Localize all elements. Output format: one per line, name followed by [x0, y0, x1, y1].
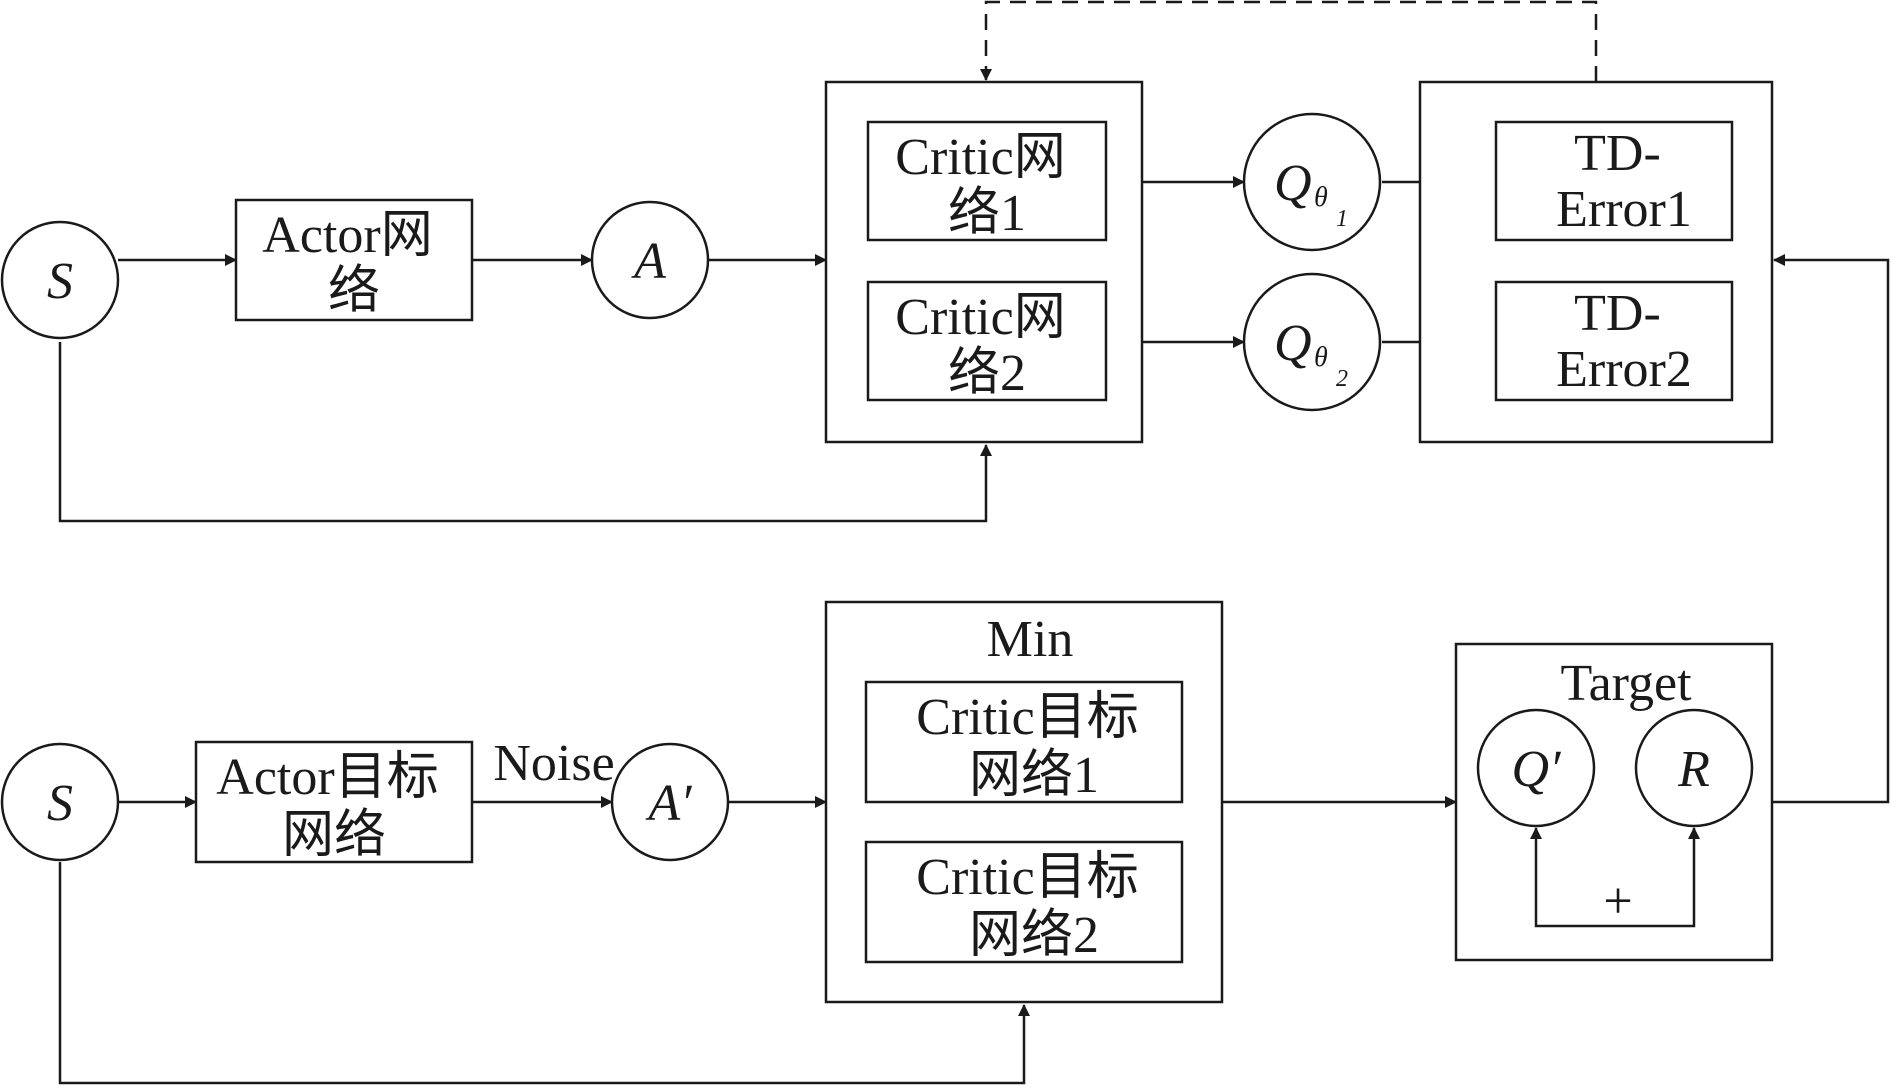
critic-network-1-box	[866, 120, 1108, 242]
q-theta1-node	[1242, 112, 1382, 252]
critic-target-network-2-label: Critic目标 网络2	[916, 849, 1151, 964]
arrow-plus-to-q-prime	[1530, 827, 1568, 928]
action-a-label: A	[631, 233, 666, 290]
critic-network-1-label: Critic网 络1	[895, 129, 1078, 242]
td-error-2-label: TD- Error2	[1556, 285, 1692, 398]
action-a-prime-node	[610, 742, 730, 862]
reward-r-node	[1634, 708, 1754, 828]
td-error-1-label: TD- Error1	[1556, 125, 1692, 238]
actor-network-box	[234, 198, 474, 322]
critic-target-network-1-label: Critic目标 网络1	[916, 689, 1151, 804]
actor-network-label: Actor网 络	[262, 207, 445, 320]
plus-label: +	[1603, 873, 1632, 930]
state-s-node-bottom	[0, 742, 120, 862]
target-label: Target	[1560, 655, 1692, 712]
state-s-node-top	[0, 220, 120, 340]
critic-target-network-2-box	[864, 840, 1184, 964]
arrow-target-to-td-error	[1772, 254, 1890, 804]
td-error-1-box	[1494, 120, 1734, 242]
critic-network-2-box	[866, 280, 1108, 402]
min-label: Min	[987, 611, 1074, 668]
state-s-label-top: S	[47, 253, 73, 310]
arrow-s-to-min-bottom	[58, 862, 1030, 1085]
actor-target-network-label: Actor目标 网络	[216, 749, 451, 864]
reward-r-label: R	[1677, 741, 1710, 798]
actor-target-network-box	[194, 740, 474, 864]
q-theta2-label: Q θ 2	[1274, 315, 1348, 392]
noise-label: Noise	[493, 735, 614, 792]
arrow-plus-to-r	[1568, 827, 1700, 928]
q-theta2-node	[1242, 272, 1382, 412]
q-prime-node	[1476, 708, 1596, 828]
action-a-node	[590, 200, 710, 320]
arrow-s-to-critic-bottom	[58, 342, 992, 523]
q-theta1-label: Q θ 1	[1274, 155, 1348, 232]
q-prime-label: Q′	[1512, 741, 1563, 798]
state-s-label-bottom: S	[47, 775, 73, 832]
td-error-2-box	[1494, 280, 1734, 402]
dashed-feedback-arrow	[980, 0, 1598, 82]
critic-target-network-1-box	[864, 680, 1184, 804]
critic-network-2-label: Critic网 络2	[895, 289, 1078, 402]
action-a-prime-label: A′	[645, 775, 693, 832]
